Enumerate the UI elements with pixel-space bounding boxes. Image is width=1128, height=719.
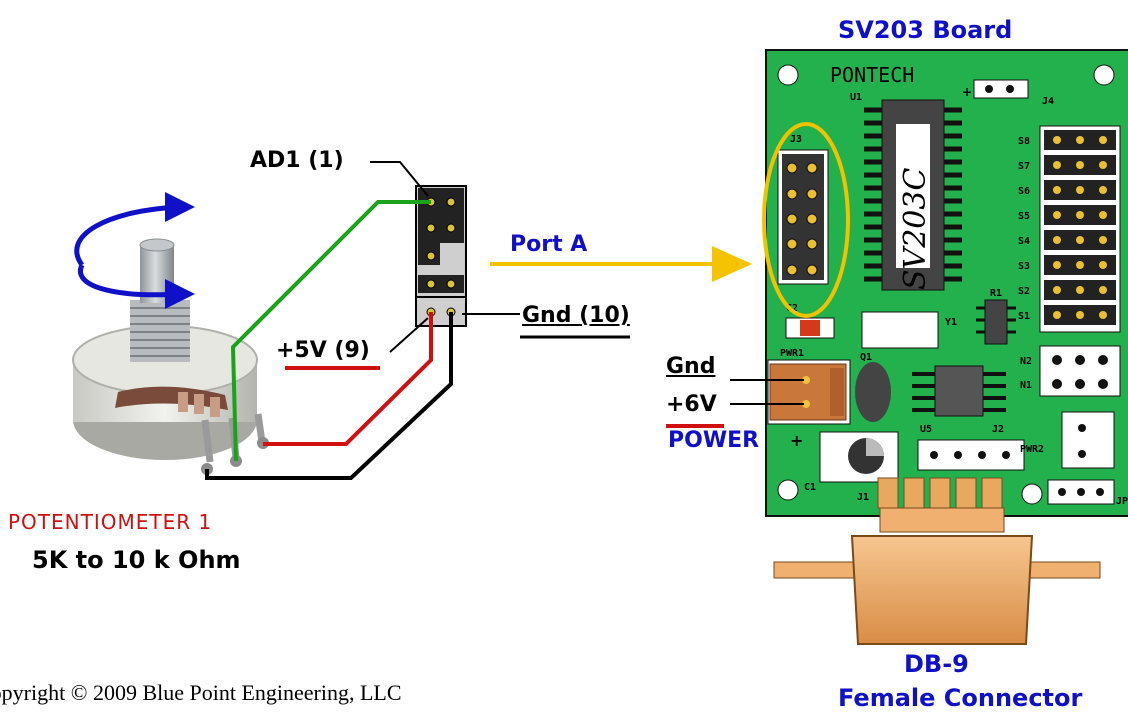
silk-pwr1: PWR1	[780, 348, 804, 359]
arrow-head-icon	[165, 192, 195, 222]
chip-label: SV203C	[898, 168, 933, 290]
silk-u5: U5	[920, 424, 932, 435]
silk-n1: N1	[1020, 380, 1032, 391]
silk-jp1: JP1	[1116, 496, 1128, 507]
pot-title: POTENTIOMETER 1	[8, 510, 213, 534]
label-port-a: Port A	[510, 232, 588, 257]
silk-s1: S1	[1018, 311, 1030, 322]
label-gnd-10: Gnd (10)	[522, 303, 630, 328]
svg-text:+: +	[962, 85, 972, 99]
label-6v: +6V	[666, 392, 717, 417]
j3-highlight	[762, 122, 850, 318]
sv203-board	[765, 49, 1128, 517]
board-brand: PONTECH	[830, 63, 914, 87]
silk-j4: J4	[1042, 96, 1054, 107]
db9-connector	[773, 507, 1101, 645]
board-title: SV203 Board	[838, 16, 1013, 44]
silk-j2: J2	[992, 424, 1004, 435]
silk-u1: U1	[850, 92, 862, 103]
label-5v-9: +5V (9)	[276, 338, 370, 363]
port-a-arrow	[490, 246, 752, 282]
silk-y1: Y1	[945, 317, 957, 328]
silk-s6: S6	[1018, 186, 1030, 197]
db9-label: DB-9	[904, 650, 969, 678]
db9-sub-label: Female Connector	[838, 684, 1083, 712]
svg-text:+: +	[790, 431, 803, 450]
silk-pwr2: PWR2	[1020, 444, 1044, 455]
pin-header	[415, 185, 467, 327]
label-power: POWER	[668, 428, 760, 453]
silk-n2: N2	[1020, 356, 1032, 367]
silk-s3: S3	[1018, 261, 1030, 272]
silk-s8: S8	[1018, 136, 1030, 147]
silk-j1: J1	[857, 492, 869, 503]
silk-s2: S2	[1018, 286, 1030, 297]
label-ad1: AD1 (1)	[250, 148, 344, 173]
potentiometer	[72, 238, 269, 475]
silk-s5: S5	[1018, 211, 1030, 222]
silk-q1: Q1	[860, 352, 872, 363]
label-gnd: Gnd	[666, 354, 716, 379]
silk-s7: S7	[1018, 161, 1030, 172]
wires	[205, 200, 453, 480]
copyright-text: Copyright © 2009 Blue Point Engineering,…	[0, 680, 402, 705]
silk-j3: J3	[790, 134, 802, 145]
rotation-arrow-icon	[74, 204, 181, 298]
pot-spec: 5K to 10 k Ohm	[32, 546, 241, 574]
silk-c1: C1	[804, 482, 816, 493]
arrow-head-icon	[165, 279, 195, 309]
silk-s4: S4	[1018, 236, 1030, 247]
silk-r1: R1	[990, 288, 1002, 299]
